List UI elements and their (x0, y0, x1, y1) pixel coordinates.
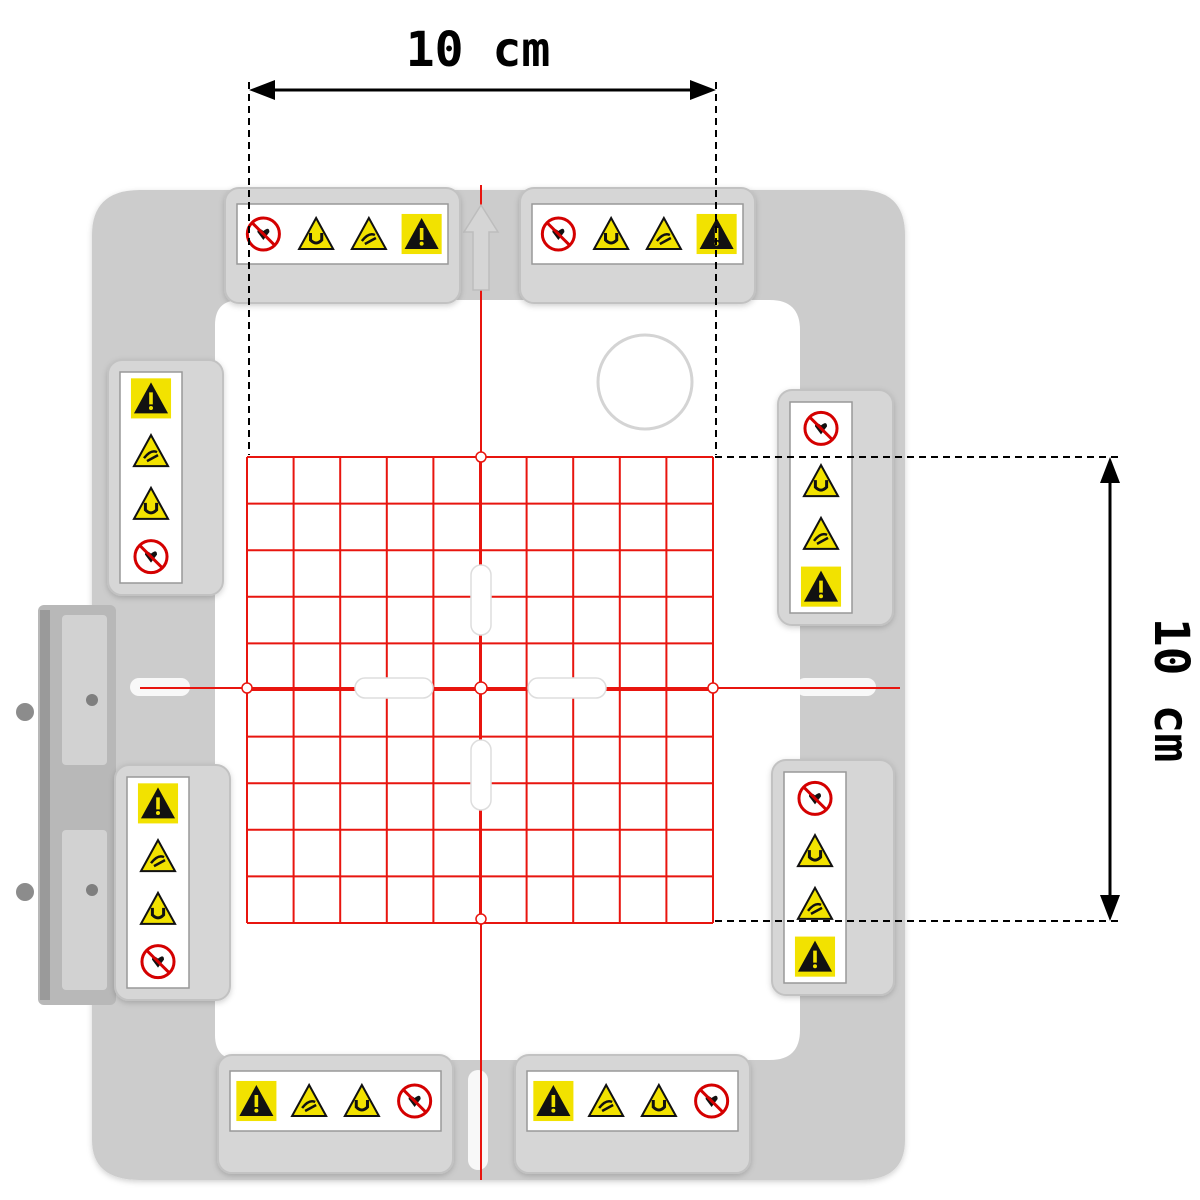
width-arrowhead-left (249, 80, 275, 100)
magnet-icon (297, 215, 335, 251)
warning-label (783, 771, 847, 984)
exclamation-triangle-icon (137, 783, 179, 824)
template-sheet (215, 300, 800, 1060)
warning-label (126, 776, 190, 989)
clamp-rivet (86, 884, 98, 896)
magnet-icon (640, 1082, 678, 1118)
magnet-icon (802, 463, 840, 498)
pinch-hand-icon (290, 1082, 328, 1118)
up-arrow-icon (462, 203, 500, 291)
magnet-icon (592, 215, 630, 251)
clamp-rivet (86, 694, 98, 706)
alignment-slot (470, 564, 492, 636)
magnet-block-right-top (777, 389, 894, 626)
magnet-block-left-top (107, 359, 224, 596)
warning-label (526, 1070, 739, 1132)
no-pacemaker-icon (803, 410, 839, 446)
no-pacemaker-icon (133, 539, 169, 575)
no-pacemaker-icon (540, 216, 576, 252)
height-arrowhead-bottom (1100, 895, 1120, 921)
exclamation-triangle-icon (401, 213, 442, 255)
warning-label (789, 401, 853, 614)
width-dimension: 10 cm (248, 22, 717, 455)
grid-markers (241, 451, 719, 925)
hoop-frame (92, 190, 905, 1180)
pinch-hand-icon (587, 1082, 625, 1118)
alignment-slots (354, 564, 607, 811)
pinch-hand-icon (645, 215, 683, 251)
magnet-block-right-bottom (771, 759, 895, 996)
magnet-block-bottom-left (217, 1054, 454, 1174)
pinch-hand-icon (796, 885, 834, 920)
exclamation-triangle-icon (533, 1080, 574, 1122)
width-label: 10 cm (406, 22, 551, 78)
exclamation-triangle-icon (794, 936, 836, 977)
grid-marker (241, 682, 253, 694)
clamp-screw (16, 703, 34, 721)
magnet-block-left-bottom (114, 764, 231, 1001)
center-marker (474, 681, 488, 695)
alignment-slot (527, 677, 607, 699)
magnet-icon (132, 485, 170, 520)
alignment-slot (470, 739, 492, 811)
magnet-icon (343, 1082, 381, 1118)
grid-marker (475, 451, 487, 463)
magnet-icon (139, 890, 177, 925)
width-arrowhead-right (690, 80, 716, 100)
warning-label (531, 203, 744, 265)
exclamation-triangle-icon (130, 378, 172, 419)
pinch-hand-icon (139, 838, 177, 873)
pinch-hand-icon (132, 433, 170, 468)
height-arrowhead-top (1100, 457, 1120, 483)
magnet-block-top-right (519, 187, 756, 304)
warning-label (236, 203, 449, 265)
clamp-screw (16, 883, 34, 901)
magnet-block-bottom-right (514, 1054, 751, 1174)
alignment-slot (354, 677, 434, 699)
measurement-grid (246, 456, 714, 924)
no-pacemaker-icon (245, 216, 281, 252)
no-pacemaker-icon (140, 944, 176, 980)
grid-marker (475, 913, 487, 925)
height-label: 10 cm (1143, 618, 1199, 763)
magnet-block-top-left (224, 187, 461, 304)
hoop-hole (596, 333, 694, 431)
exclamation-triangle-icon (236, 1080, 277, 1122)
bottom-notch (468, 1070, 488, 1170)
pinch-hand-icon (802, 515, 840, 550)
no-pacemaker-icon (694, 1083, 730, 1119)
pinch-hand-icon (350, 215, 388, 251)
no-pacemaker-icon (397, 1083, 433, 1119)
warning-label (229, 1070, 442, 1132)
height-dimension: 10 cm (715, 456, 1199, 922)
grid-marker (707, 682, 719, 694)
mounting-clamp (16, 605, 116, 1005)
exclamation-triangle-icon (800, 566, 842, 607)
warning-label (119, 371, 183, 584)
magnet-icon (796, 833, 834, 868)
no-pacemaker-icon (797, 780, 833, 816)
